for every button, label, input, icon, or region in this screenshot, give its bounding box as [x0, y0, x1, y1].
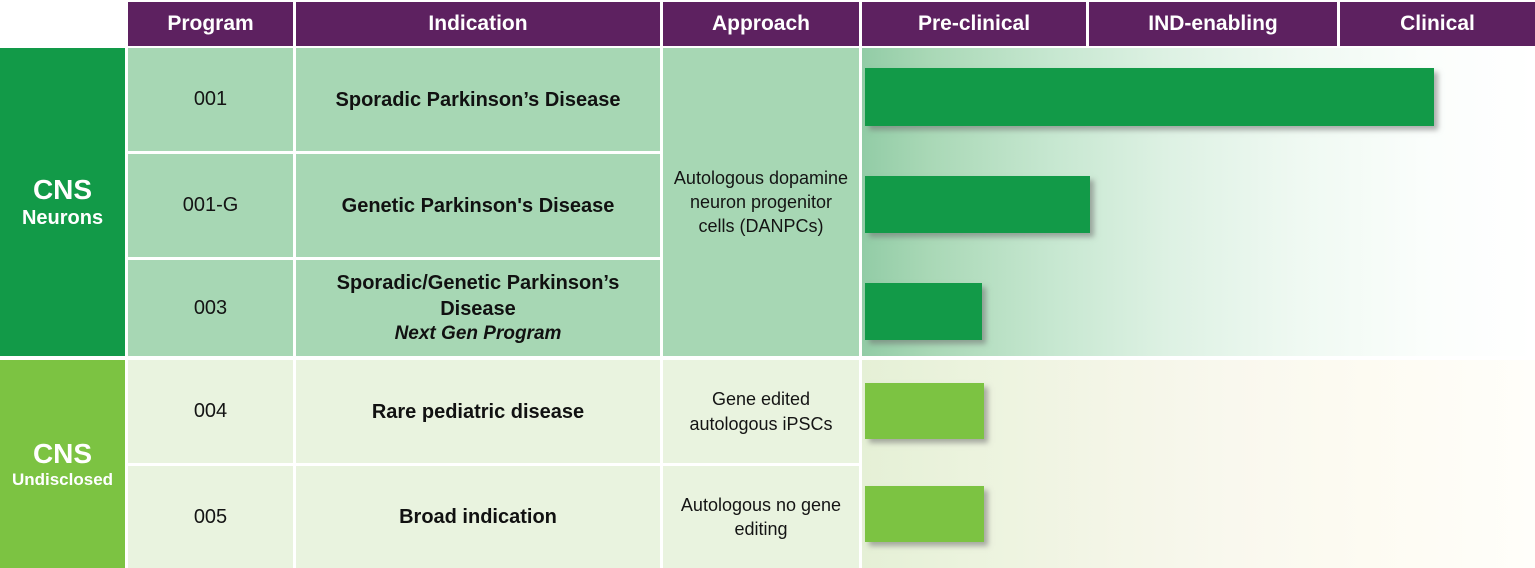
- approach-cell: Autologous no gene editing: [663, 466, 859, 568]
- indication-cell: Rare pediatric disease: [296, 360, 660, 463]
- program-cell: 003: [128, 260, 293, 356]
- group-subtitle: Neurons: [21, 206, 104, 229]
- group-label-cns-neurons: CNS Neurons: [0, 48, 125, 356]
- approach-cell: Gene edited autologous iPSCs: [663, 360, 859, 463]
- header-cell-program: Program: [128, 2, 293, 46]
- pipeline-bar-001g: [865, 176, 1091, 233]
- header-cell-indication: Indication: [296, 2, 660, 46]
- indication-text: Rare pediatric disease: [371, 400, 585, 423]
- group-label-cns-undisclosed: CNS Undisclosed: [0, 360, 125, 568]
- approach-text: Gene edited autologous iPSCs: [689, 389, 833, 434]
- group-title: CNS: [32, 438, 93, 470]
- chart-area-cns-neurons: [862, 48, 1535, 356]
- indication-cell: Genetic Parkinson's Disease: [296, 154, 660, 257]
- indication-note: Next Gen Program: [394, 322, 562, 344]
- indication-text: Sporadic Parkinson’s Disease: [335, 88, 621, 111]
- indication-cell: Sporadic Parkinson’s Disease: [296, 48, 660, 151]
- pipeline-bar-001: [865, 68, 1434, 126]
- pipeline-bar-004: [865, 383, 985, 439]
- approach-text: Autologous dopamine neuron progenitor ce…: [673, 167, 849, 237]
- indication-text: Broad indication: [399, 506, 557, 528]
- indication-text: Genetic Parkinson's Disease: [341, 194, 615, 217]
- header-cell-clinical: Clinical: [1340, 2, 1535, 46]
- indication-cell: Sporadic/Genetic Parkinson’s Disease Nex…: [296, 260, 660, 356]
- group-title: CNS: [32, 174, 93, 206]
- approach-text: Autologous no gene editing: [680, 494, 842, 539]
- chart-area-cns-undisclosed: [862, 360, 1535, 568]
- pipeline-bar-005: [865, 486, 985, 542]
- program-cell: 004: [128, 360, 293, 463]
- program-cell: 001-G: [128, 154, 293, 257]
- indication-text: Sporadic/Genetic Parkinson’s Disease: [336, 271, 620, 320]
- header-cell-ind-enabling: IND-enabling: [1089, 2, 1337, 46]
- indication-cell: Broad indication: [296, 466, 660, 568]
- program-cell: 005: [128, 466, 293, 568]
- group-subtitle: Undisclosed: [11, 470, 114, 490]
- header-cell-approach: Approach: [663, 2, 859, 46]
- program-cell: 001: [128, 48, 293, 151]
- pipeline-bar-003: [865, 283, 983, 340]
- header-cell-preclinical: Pre-clinical: [862, 2, 1086, 46]
- approach-cell-merged: Autologous dopamine neuron progenitor ce…: [663, 48, 859, 356]
